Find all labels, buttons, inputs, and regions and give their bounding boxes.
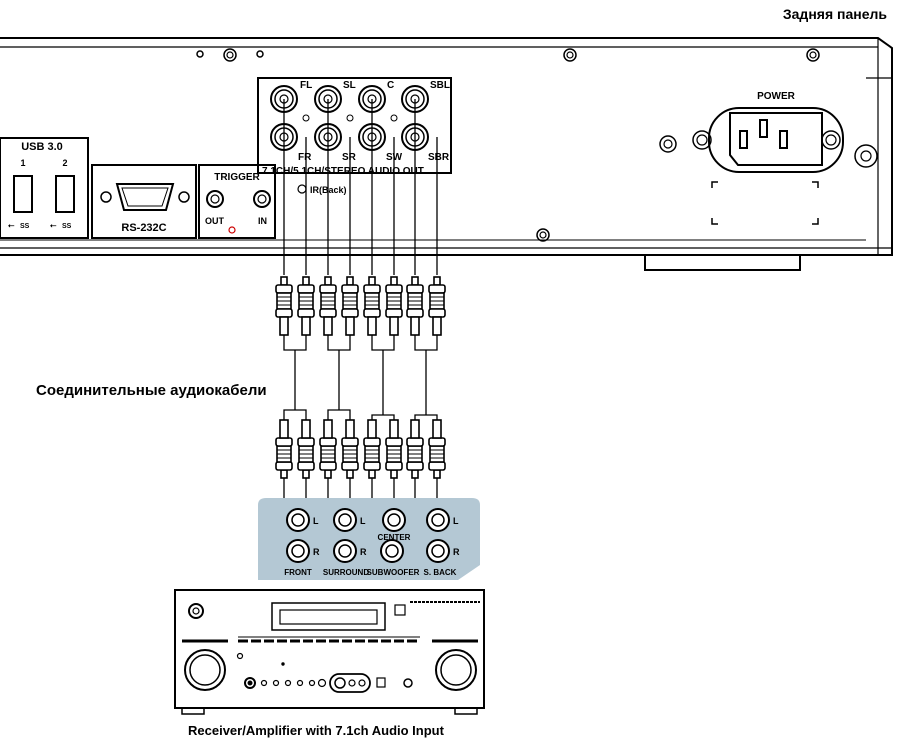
audio-out-label: 7.1CH/5.1CH/STEREO AUDIO OUT [262,166,424,177]
label-subwoofer: SUBWOOFER [367,568,420,577]
rca-plug-bottom-6 [385,419,403,479]
player-rear-panel [0,37,893,271]
rca-plug-bottom-4 [341,419,359,479]
trigger-out-label: OUT [205,216,225,226]
rca-plug-bottom-3 [319,419,337,479]
usb-icon: ⭠ [8,221,15,230]
rear-panel-caption: Задняя панель [782,6,887,22]
rs232-label: RS-232C [121,222,166,234]
receiver-jack-subwoofer [380,539,404,563]
rca-plug-bottom-1 [275,419,293,479]
label-sback-r: R [453,547,460,557]
rca-plug-bottom-wrap-4 [341,419,359,479]
rca-plug-bottom-wrap-2 [297,419,315,479]
rca-plug-top-8 [428,276,446,336]
cable-plugs-bottom [275,419,446,479]
receiver-caption: Receiver/Amplifier with 7.1ch Audio Inpu… [188,723,444,738]
jack-label-fr: FR [298,152,312,163]
rca-plug-top-6 [385,276,403,336]
label-sback: S. BACK [424,568,457,577]
jack-label-sr: SR [342,152,357,163]
receiver-jack-surround-l [333,508,357,532]
power-inlet: POWER [659,91,878,225]
receiver-jack-surround-r [333,539,357,563]
trigger-ports: TRIGGER OUT IN [198,164,276,239]
rca-plug-bottom-8 [428,419,446,479]
label-front: FRONT [284,568,312,577]
usb-port-2 [55,175,75,213]
usb-ports: USB 3.0 1 2 ⭠ SS ⭠ SS [0,137,89,239]
label-front-l: L [313,516,319,526]
usb-title: USB 3.0 [21,141,63,153]
cable-plugs-top [275,276,446,336]
rca-plug-bottom-wrap-1 [275,419,293,479]
usb-port-2-label: 2 [62,158,67,168]
rca-plug-top-5 [363,276,381,336]
usb-logo-1: SS [20,223,30,230]
label-surround-r: R [360,547,367,557]
receiver-jack-center [382,508,406,532]
trigger-title: TRIGGER [214,172,260,183]
rca-plug-top-2 [297,276,315,336]
rca-plug-bottom-wrap-6 [385,419,403,479]
receiver-jack-front-r [286,539,310,563]
receiver-front [174,589,485,715]
volume-knob-left [184,649,226,691]
jack-label-fl: FL [300,80,312,91]
rca-plug-bottom-2 [297,419,315,479]
usb-port-1 [13,175,33,213]
power-label: POWER [757,91,796,102]
label-front-r: R [313,547,320,557]
usb-logo-2: SS [62,223,72,230]
audio-out-block: FL SL C SBL FR SR SW SBR 7.1CH/5.1CH/STE… [257,77,452,195]
receiver-jack-sback-l [426,508,450,532]
label-sback-l: L [453,516,459,526]
receiver-jack-front-l [286,508,310,532]
rca-plug-bottom-7 [406,419,424,479]
rca-plug-top-3 [319,276,337,336]
label-surround-l: L [360,516,366,526]
power-button-icon [188,603,204,619]
rca-plug-top-4 [341,276,359,336]
label-center: CENTER [378,533,411,542]
rca-plug-bottom-wrap-8 [428,419,446,479]
rca-plug-bottom-5 [363,419,381,479]
rca-plug-bottom-wrap-3 [319,419,337,479]
trigger-in-label: IN [258,216,267,226]
receiver-input-panel: L R L R L R CENTER FRONT SURROUND SUBWOO… [258,498,480,580]
jack-label-sl: SL [343,80,356,91]
receiver-jack-sback-r [426,539,450,563]
rca-plug-top-7 [406,276,424,336]
jack-label-sbr: SBR [428,152,450,163]
rca-plug-top-1 [275,276,293,336]
rca-plug-bottom-wrap-7 [406,419,424,479]
usb-icon-2: ⭠ [50,221,57,230]
label-surround: SURROUND [323,568,369,577]
volume-knob-right [435,649,477,691]
audio-cables-caption: Соединительные аудиокабели [36,382,267,399]
receiver-display [271,602,386,631]
jack-label-sbl: SBL [430,80,450,91]
rs232-port: RS-232C [91,164,197,239]
rca-plug-bottom-wrap-5 [363,419,381,479]
usb-port-1-label: 1 [20,158,25,168]
jack-label-c: C [387,80,394,91]
